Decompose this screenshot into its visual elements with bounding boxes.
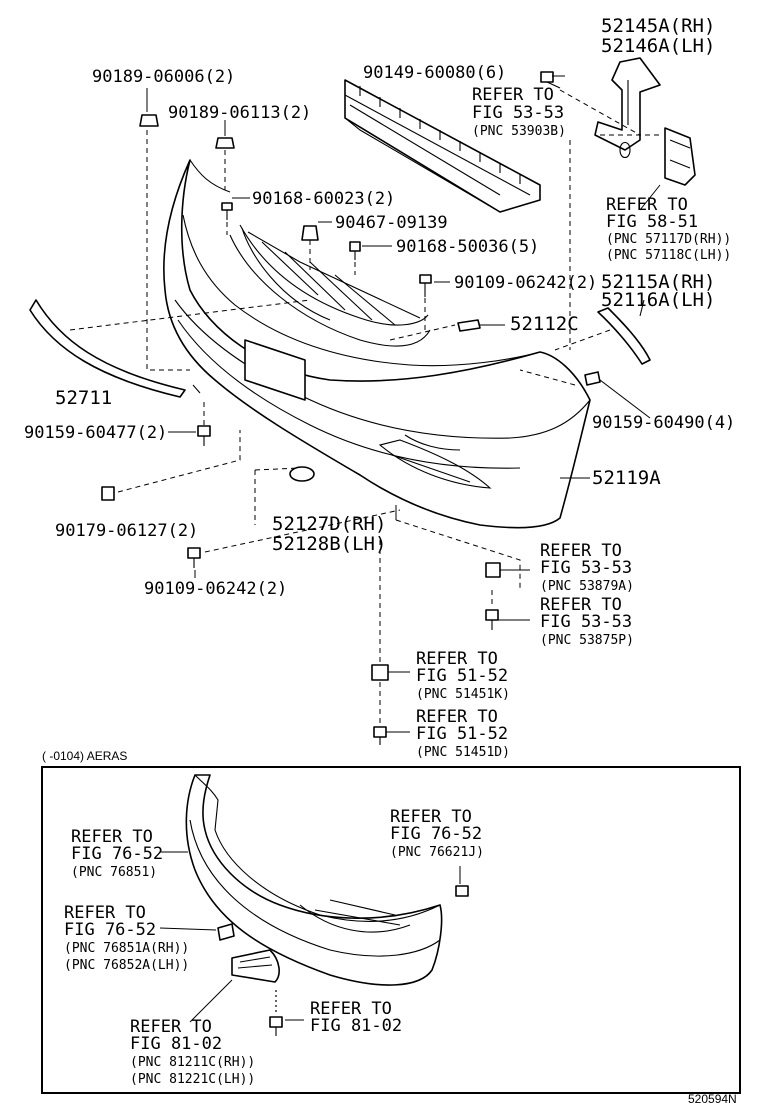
ref-76-52c-line3: (PNC 76851A(RH)) [64, 941, 189, 956]
main-labels: 52145A(RH) 52146A(LH) 90189-06006(2) 901… [24, 15, 735, 760]
label-90189-06006: 90189-06006(2) [92, 67, 235, 87]
ref-76-52c-line4: (PNC 76852A(LH)) [64, 958, 189, 973]
inset-aero-bumper [185, 774, 469, 1036]
ref-76-52a-line3: (PNC 76621J) [390, 845, 484, 860]
ref-58-51-line2: FIG 58-51 [606, 212, 698, 232]
ref-76-52c-line1: REFER TO [64, 903, 146, 923]
ref-53-53a-line1: REFER TO [472, 85, 554, 105]
ref-51-52b-line3: (PNC 51451D) [416, 745, 510, 760]
label-90467-09139: 90467-09139 [335, 213, 448, 233]
label-52127d: 52127D(RH) [272, 513, 386, 535]
leader-lines [69, 75, 661, 733]
ref-81-02b-line4: (PNC 81221C(LH)) [130, 1072, 255, 1087]
retainer-57117d [664, 127, 696, 186]
ref-53-53c-line2: FIG 53-53 [540, 612, 632, 632]
ref-51-52b-line2: FIG 51-52 [416, 724, 508, 744]
inset-frame [41, 766, 741, 1094]
label-52128b: 52128B(LH) [272, 533, 386, 555]
label-90168-50036: 90168-50036(5) [396, 237, 539, 257]
label-52711: 52711 [55, 387, 112, 409]
ref-58-51-line4: (PNC 57118C(LH)) [606, 248, 731, 263]
ref-81-02a-line2: FIG 81-02 [310, 1016, 402, 1036]
bracket-52145a [594, 57, 661, 159]
diagram-code: 520594N [688, 1092, 737, 1106]
inset-title: ( -0104) AERAS [42, 749, 127, 763]
ref-51-52b-line1: REFER TO [416, 707, 498, 727]
molding-52711 [29, 299, 186, 398]
seal-52115a [597, 307, 651, 365]
label-90159-60490: 90159-60490(4) [592, 413, 735, 433]
label-90109-06242-low: 90109-06242(2) [144, 579, 287, 599]
ref-76-52b-line2: FIG 76-52 [71, 844, 163, 864]
ref-76-52b-line3: (PNC 76851) [71, 865, 157, 880]
ref-76-52b-line1: REFER TO [71, 827, 153, 847]
label-90109-06242-top: 90109-06242(2) [454, 273, 597, 293]
ref-81-02b-line2: FIG 81-02 [130, 1034, 222, 1054]
ref-51-52a-line1: REFER TO [416, 649, 498, 669]
fasteners [101, 71, 601, 745]
ref-81-02b-line3: (PNC 81211C(RH)) [130, 1055, 255, 1070]
ref-53-53a-line3: (PNC 53903B) [472, 124, 566, 139]
ref-51-52a-line2: FIG 51-52 [416, 666, 508, 686]
ref-53-53b-line3: (PNC 53879A) [540, 579, 634, 594]
bumper-absorber-53903b [344, 79, 541, 213]
label-52119a: 52119A [592, 467, 661, 489]
inset-leader-lines [159, 851, 461, 1023]
label-52146a: 52146A(LH) [601, 35, 715, 57]
inset-labels: REFER TO FIG 76-52 (PNC 76621J) REFER TO… [64, 807, 484, 1087]
label-90189-06113: 90189-06113(2) [168, 103, 311, 123]
label-52115a: 52115A(RH) [601, 271, 715, 293]
label-90149-60080: 90149-60080(6) [363, 63, 506, 83]
ref-51-52a-line3: (PNC 51451K) [416, 687, 510, 702]
ref-53-53c-line1: REFER TO [540, 595, 622, 615]
ref-81-02b-line1: REFER TO [130, 1017, 212, 1037]
ref-58-51-line1: REFER TO [606, 195, 688, 215]
ref-53-53a-line2: FIG 53-53 [472, 103, 564, 123]
ref-76-52a-line2: FIG 76-52 [390, 824, 482, 844]
fog-cover-52127d [289, 466, 315, 482]
ref-76-52a-line1: REFER TO [390, 807, 472, 827]
label-90159-60477: 90159-60477(2) [24, 423, 167, 443]
ref-53-53c-line3: (PNC 53875P) [540, 633, 634, 648]
ref-58-51-line3: (PNC 57117D(RH)) [606, 232, 731, 247]
ref-53-53b-line2: FIG 53-53 [540, 558, 632, 578]
label-52112c: 52112C [510, 313, 579, 335]
label-52116a: 52116A(LH) [601, 289, 715, 311]
label-52145a: 52145A(RH) [601, 15, 715, 37]
ref-81-02a-line1: REFER TO [310, 999, 392, 1019]
label-90179-06127: 90179-06127(2) [55, 521, 198, 541]
ref-76-52c-line2: FIG 76-52 [64, 920, 156, 940]
bumper-cover-52119a [163, 159, 591, 529]
label-90168-60023: 90168-60023(2) [252, 189, 395, 209]
ref-53-53b-line1: REFER TO [540, 541, 622, 561]
